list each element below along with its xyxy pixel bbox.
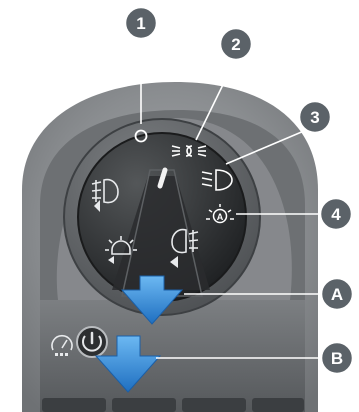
svg-text:4: 4 — [331, 205, 341, 224]
svg-text:A: A — [331, 285, 343, 304]
side-lights-symbol — [171, 145, 207, 157]
speedometer-icon — [51, 334, 73, 356]
svg-text:B: B — [331, 349, 343, 368]
svg-text:2: 2 — [231, 35, 240, 54]
svg-text:A: A — [217, 212, 224, 222]
push-arrow-a — [120, 275, 184, 325]
dipped-beam-symbol — [201, 169, 233, 191]
callout-3: 3 — [297, 99, 333, 135]
svg-text:1: 1 — [136, 14, 145, 33]
instrument-dimmer-icon — [105, 236, 137, 264]
callout-2: 2 — [218, 26, 254, 62]
front-fog-icon — [91, 178, 119, 212]
callout-1: 1 — [123, 5, 159, 41]
rear-fog-icon — [170, 228, 199, 268]
svg-text:3: 3 — [310, 108, 319, 127]
dimmer-roller[interactable] — [76, 326, 108, 358]
callout-a: A — [319, 276, 355, 312]
auto-lights-symbol: A — [206, 204, 234, 224]
callout-b: B — [319, 340, 355, 376]
leader-lines — [140, 38, 337, 359]
bottom-switch-row — [42, 398, 304, 412]
off-symbol — [134, 129, 148, 143]
knob-grip — [112, 176, 210, 290]
callout-4: 4 — [318, 196, 354, 232]
lower-panel — [40, 300, 305, 412]
push-arrow-b — [94, 335, 162, 393]
knob-pointer — [157, 167, 168, 189]
